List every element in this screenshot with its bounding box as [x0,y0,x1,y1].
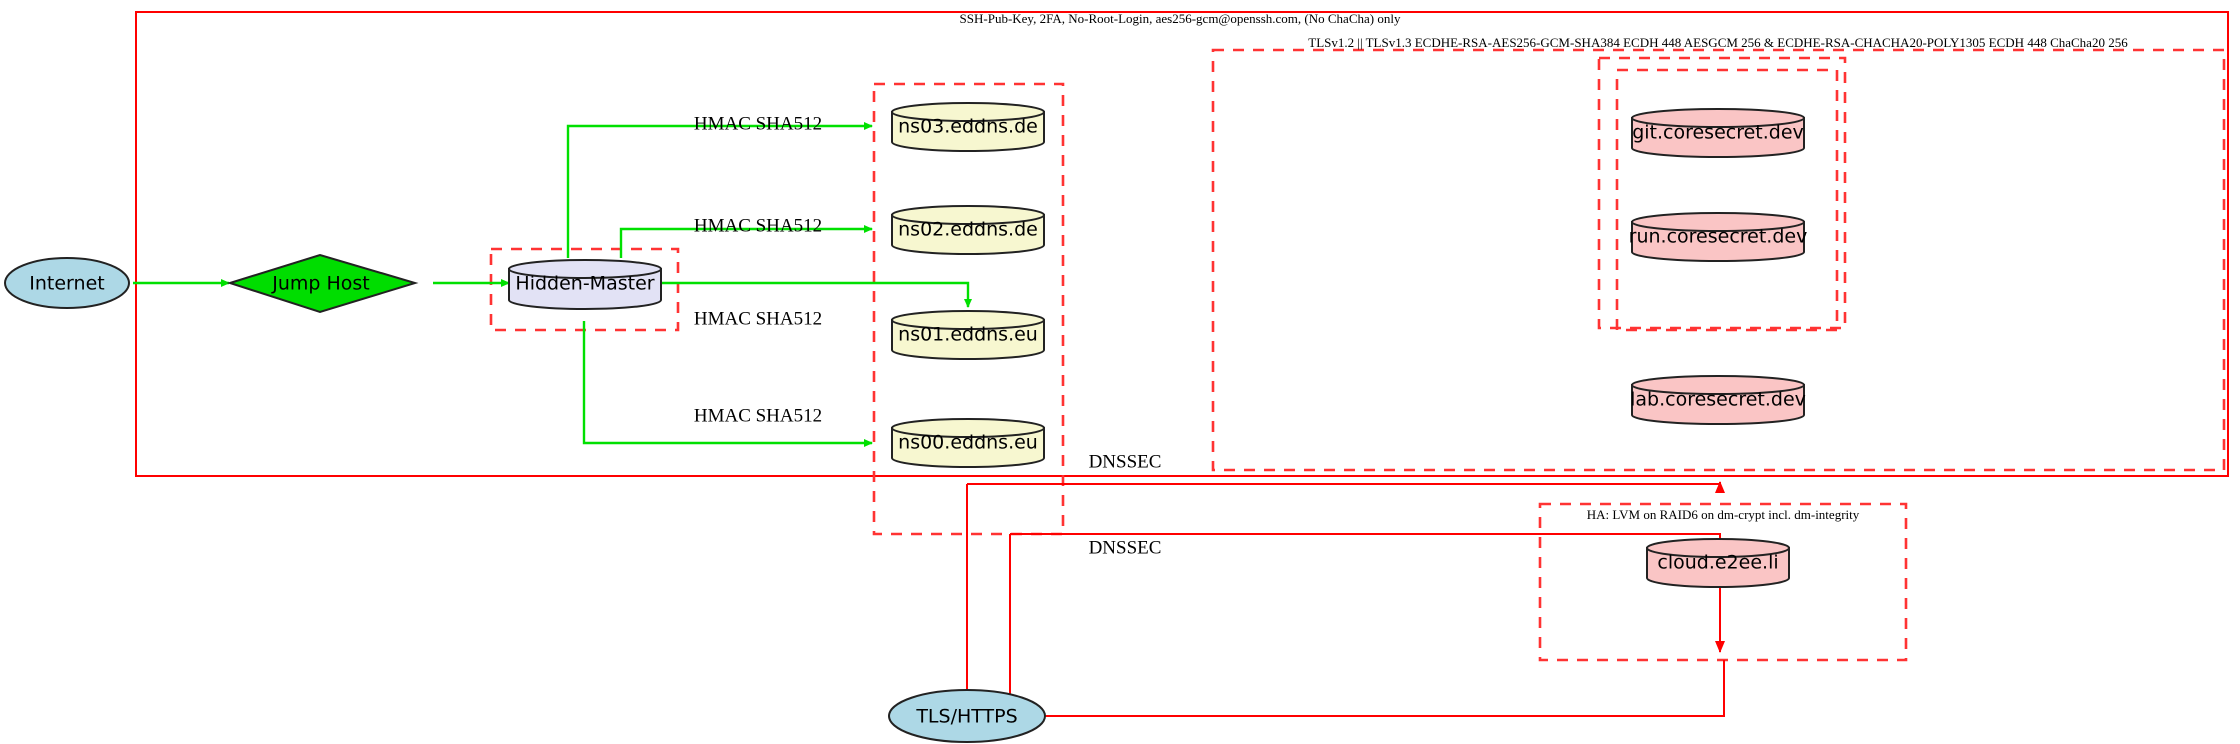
edge-tls-to-cloud [1009,534,1725,717]
edge-dnssec-lower-label: DNSSEC [1089,537,1162,558]
edge-hidden-master-to-ns00-line [582,321,873,447]
node-ns00[interactable]: ns00.eddns.eu [891,418,1045,468]
tls-zone-border [1211,48,2226,472]
tls-zone-label: TLSv1.2 || TLSv1.3 ECDHE-RSA-AES256-GCM-… [1308,35,2128,50]
edge-hidden-master-to-ns03-line [566,122,873,258]
coresecret-outer-border [1597,56,1847,330]
ns01-label: ns01.eddns.eu [898,324,1038,346]
lab-coresecret-label: lab.coresecret.dev [1630,389,1806,411]
node-lab-coresecret[interactable]: lab.coresecret.dev [1630,375,1806,425]
node-ns01[interactable]: ns01.eddns.eu [891,310,1045,360]
ns01-body[interactable] [891,319,1045,360]
git-coresecret-label: git.coresecret.dev [1632,122,1804,144]
edge-hidden-master-to-ns03: HMAC SHA512 [566,113,873,258]
hidden-master-top [508,259,662,279]
ns03-body[interactable] [891,111,1045,152]
ns01-top [891,310,1045,330]
node-tls-https[interactable]: TLS/HTTPS [888,689,1046,743]
cluster-coresecret-inner-zone [1615,68,1839,332]
internet-label: Internet [29,273,104,295]
ssh-zone-border [135,11,2229,477]
edge-hidden-master-to-ns02-line [619,225,873,258]
edge-tls-to-cloud-line [1010,660,1725,717]
edge-dnssec-lower-line [1010,533,1725,653]
run-coresecret-body[interactable] [1631,221,1805,262]
edge-hidden-master-to-ns00: HMAC SHA512 [582,321,873,447]
cluster-ssh-zone: SSH-Pub-Key, 2FA, No-Root-Login, aes256-… [135,11,2229,477]
cloud-e2ee-body[interactable] [1646,547,1790,588]
edge-dnssec-upper-label: DNSSEC [1089,451,1162,472]
tls-https-shape[interactable] [888,689,1046,743]
ssh-zone-label: SSH-Pub-Key, 2FA, No-Root-Login, aes256-… [960,11,1401,26]
ns00-top [891,418,1045,438]
coresecret-inner-border [1615,68,1839,332]
ns00-body[interactable] [891,427,1045,468]
edge-hidden-master-to-ns02: HMAC SHA512 [619,215,873,258]
node-git-coresecret[interactable]: git.coresecret.dev [1631,108,1805,158]
edge-dnssec-upper-line [967,481,1725,493]
node-run-coresecret[interactable]: run.coresecret.dev [1629,212,1808,262]
internet-shape[interactable] [4,257,130,309]
node-jump-host[interactable]: Jump Host [226,253,419,314]
jump-host-shape[interactable] [226,253,419,314]
jump-host-label: Jump Host [271,273,370,295]
edge-hidden-master-to-ns00-label: HMAC SHA512 [694,405,822,426]
git-coresecret-top [1631,108,1805,128]
ns02-top [891,205,1045,225]
ha-zone-label: HA: LVM on RAID6 on dm-crypt incl. dm-in… [1587,507,1860,522]
cloud-e2ee-top [1646,538,1790,558]
ns03-label: ns03.eddns.de [898,116,1038,138]
lab-coresecret-body[interactable] [1631,384,1805,425]
edge-hidden-master-to-ns01-line [661,281,972,308]
ns02-body[interactable] [891,214,1045,255]
cluster-coresecret-outer-zone [1597,56,1847,330]
run-coresecret-label: run.coresecret.dev [1629,226,1808,248]
node-internet[interactable]: Internet [4,257,130,309]
edge-dnssec-lower: DNSSEC [1010,533,1725,653]
node-ns03[interactable]: ns03.eddns.de [891,102,1045,152]
cloud-e2ee-label: cloud.e2ee.li [1657,552,1778,574]
edge-hidden-master-to-ns01-label: HMAC SHA512 [694,308,822,329]
edge-dnssec-upper: DNSSEC [967,451,1725,493]
git-coresecret-body[interactable] [1631,117,1805,158]
lab-coresecret-top [1631,375,1805,395]
node-hidden-master[interactable]: Hidden-Master [508,259,662,310]
node-cloud-e2ee[interactable]: cloud.e2ee.li [1646,538,1790,588]
ns00-label: ns00.eddns.eu [898,432,1038,454]
tls-https-label: TLS/HTTPS [915,706,1017,728]
node-ns02[interactable]: ns02.eddns.de [891,205,1045,255]
ns02-label: ns02.eddns.de [898,219,1038,241]
cluster-tls-zone: TLSv1.2 || TLSv1.3 ECDHE-RSA-AES256-GCM-… [1211,35,2226,472]
edge-hidden-master-to-ns03-label: HMAC SHA512 [694,113,822,134]
hidden-master-label: Hidden-Master [515,273,654,295]
run-coresecret-top [1631,212,1805,232]
ns03-top [891,102,1045,122]
hidden-master-body[interactable] [508,268,662,310]
edge-hidden-master-to-ns01: HMAC SHA512 [661,281,972,329]
edge-hidden-master-to-ns02-label: HMAC SHA512 [694,215,822,236]
